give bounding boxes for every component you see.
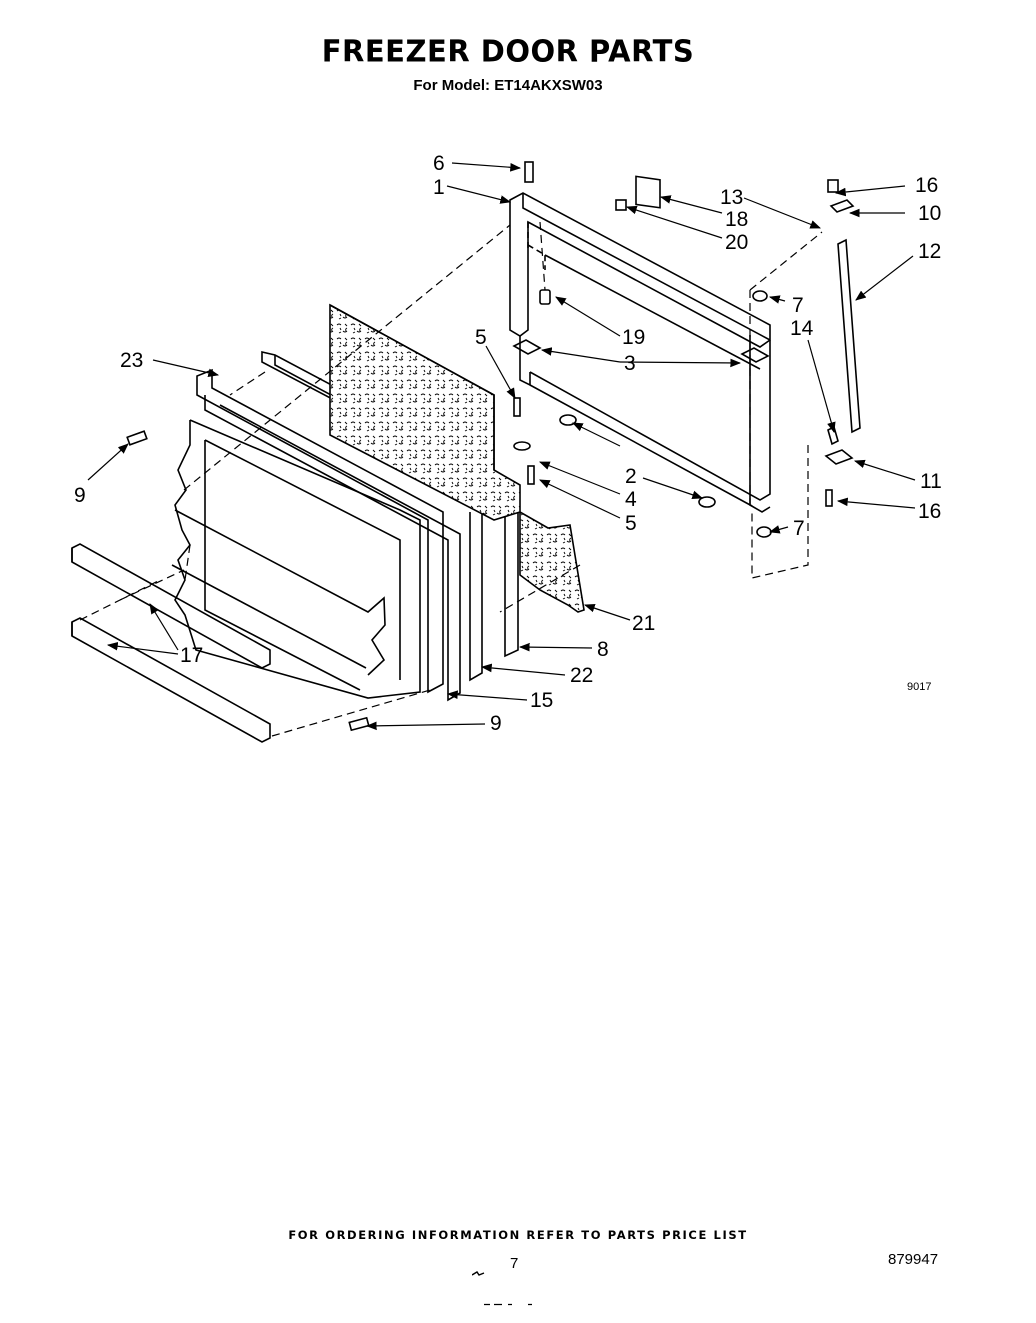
scan-mark	[472, 1271, 485, 1276]
callout-23: 23	[120, 349, 143, 372]
page-title: FREEZER DOOR PARTS	[321, 33, 695, 69]
page-number: 7	[510, 1255, 519, 1272]
callout-labels: 6 1 13 18 20 16 10 12 7 19 14 23 5 3 2 4…	[74, 152, 942, 735]
figure-code: 9017	[907, 681, 931, 693]
callout-13: 13	[720, 186, 743, 209]
callout-16-top: 16	[915, 174, 938, 197]
callout-7-top: 7	[792, 294, 804, 317]
callout-16-bottom: 16	[918, 500, 941, 523]
callout-8: 8	[597, 638, 609, 661]
callout-18: 18	[725, 208, 748, 231]
callout-20: 20	[725, 231, 748, 254]
model-subtitle: For Model: ET14AKXSW03	[413, 77, 603, 94]
callout-15: 15	[530, 689, 553, 712]
callout-2: 2	[625, 465, 637, 488]
callout-leaders	[87, 162, 916, 731]
exploded-parts-diagram: 6 1 13 18 20 16 10 12 7 19 14 23 5 3 2 4…	[71, 152, 942, 743]
callout-19: 19	[622, 326, 645, 349]
callout-22: 22	[570, 664, 593, 687]
callout-4: 4	[625, 488, 637, 511]
ordering-info-note: FOR ORDERING INFORMATION REFER TO PARTS …	[288, 1228, 748, 1242]
callout-1: 1	[433, 176, 445, 199]
callout-14: 14	[790, 317, 814, 340]
callout-10: 10	[918, 202, 941, 225]
callout-6: 6	[433, 152, 445, 175]
callout-9-left: 9	[74, 484, 86, 507]
callout-21: 21	[632, 612, 655, 635]
callout-5-bottom: 5	[625, 512, 637, 535]
callout-12: 12	[918, 240, 941, 263]
callout-5-top: 5	[475, 326, 487, 349]
callout-17: 17	[180, 644, 203, 667]
callout-3: 3	[624, 352, 636, 375]
document-number: 879947	[888, 1251, 939, 1268]
callout-7-bottom: 7	[793, 517, 805, 540]
scan-mark-bottom	[484, 1303, 532, 1306]
callout-11: 11	[920, 470, 942, 493]
callout-9-bottom: 9	[490, 712, 502, 735]
